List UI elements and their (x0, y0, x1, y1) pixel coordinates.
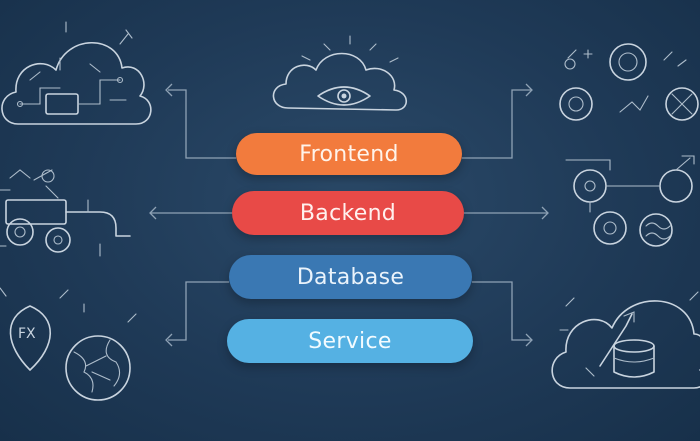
layer-backend: Backend (232, 191, 464, 235)
map-pin-fx-icon: FX (0, 287, 69, 371)
globe-icon (65, 303, 137, 401)
layer-database-label: Database (296, 264, 405, 290)
cloud-eye-icon (272, 35, 408, 111)
cloud-circuit-icon (1, 21, 152, 125)
cloud-database-icon (551, 291, 700, 389)
layer-database: Database (229, 255, 472, 299)
connector-frontend-right (462, 89, 532, 159)
gear-network-icon (565, 155, 695, 247)
layer-frontend-label: Frontend (299, 141, 399, 167)
layer-service: Service (227, 319, 473, 363)
connector-database-right (472, 281, 532, 341)
layer-backend-label: Backend (299, 200, 397, 226)
connector-frontend-left (168, 89, 236, 159)
layer-frontend: Frontend (236, 133, 462, 175)
connector-database-left (168, 281, 229, 341)
gear-cluster-icon (559, 43, 699, 121)
layer-service-label: Service (308, 328, 392, 354)
gears-machine-icon (0, 169, 131, 257)
svg-text:FX: FX (18, 326, 36, 342)
